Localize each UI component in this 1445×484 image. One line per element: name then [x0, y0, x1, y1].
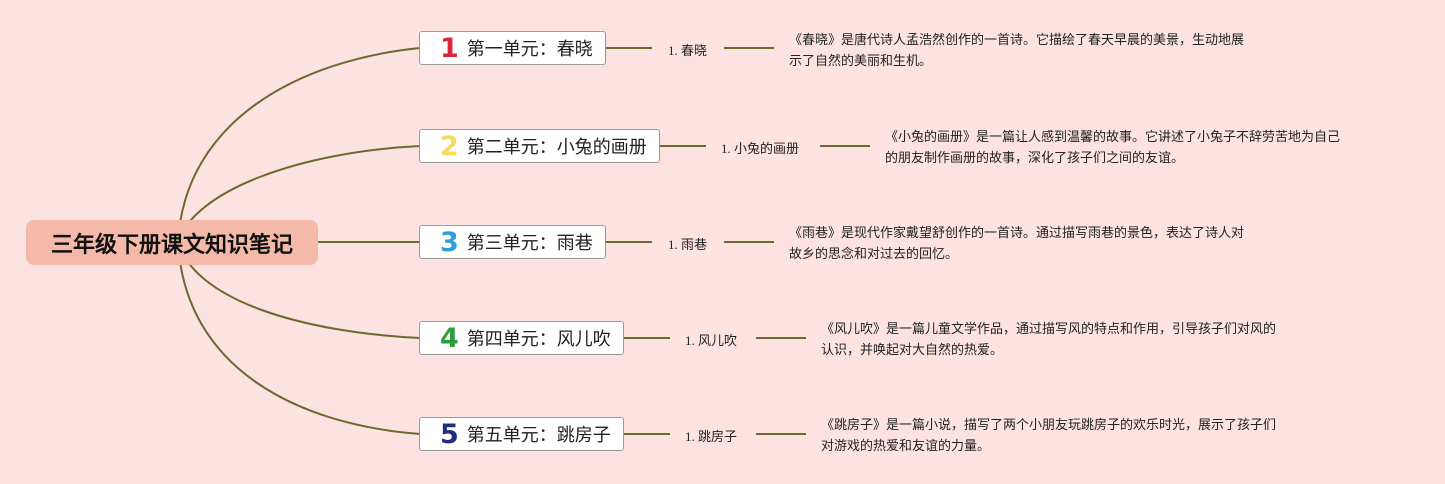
lesson-2-node[interactable]: 1. 小兔的画册 [721, 138, 799, 157]
lesson-3-index: 1. [668, 237, 678, 252]
lesson-5-node[interactable]: 1. 跳房子 [685, 426, 737, 445]
unit-4-node[interactable]: 4 第四单元：风儿吹 [419, 321, 624, 355]
lesson-5-description: 《跳房子》是一篇小说，描写了两个小朋友玩跳房子的欢乐时光，展示了孩子们 对游戏的… [821, 415, 1276, 457]
lesson-5-desc-line1: 《跳房子》是一篇小说，描写了两个小朋友玩跳房子的欢乐时光，展示了孩子们 [821, 418, 1277, 433]
lesson-3-title: 雨巷 [681, 238, 708, 253]
lesson-2-desc-line1: 《小兔的画册》是一篇让人感到温馨的故事。它讲述了小兔子不辞劳苦地为自己 [885, 130, 1341, 145]
lesson-4-desc-line2: 认识，并唤起对大自然的热爱。 [821, 343, 1004, 358]
lesson-1-index: 1. [668, 43, 678, 58]
lesson-1-desc-line1: 《春晓》是唐代诗人孟浩然创作的一首诗。它描绘了春天早晨的美景，生动地展 [789, 33, 1245, 48]
number-4-icon: 4 [440, 322, 459, 354]
branch-unit-1 [177, 47, 421, 243]
unit-4-label: 第四单元：风儿吹 [466, 329, 611, 350]
lesson-1-title: 春晓 [681, 44, 708, 59]
lesson-5-index: 1. [685, 429, 695, 444]
lesson-1-description: 《春晓》是唐代诗人孟浩然创作的一首诗。它描绘了春天早晨的美景，生动地展 示了自然… [789, 30, 1244, 72]
root-topic[interactable]: 三年级下册课文知识笔记 [26, 220, 318, 265]
number-5-icon: 5 [440, 418, 459, 450]
lesson-4-node[interactable]: 1. 风儿吹 [685, 330, 737, 349]
unit-1-node[interactable]: 1 第一单元：春晓 [419, 31, 606, 65]
unit-3-node[interactable]: 3 第三单元：雨巷 [419, 225, 606, 259]
lesson-1-desc-line2: 示了自然的美丽和生机。 [789, 54, 933, 69]
unit-2-node[interactable]: 2 第二单元：小兔的画册 [419, 129, 660, 163]
lesson-4-index: 1. [685, 333, 695, 348]
unit-2-label: 第二单元：小兔的画册 [466, 137, 647, 158]
unit-5-label: 第五单元：跳房子 [466, 425, 611, 446]
lesson-3-desc-line2: 故乡的思念和对过去的回忆。 [789, 247, 959, 262]
number-2-icon: 2 [440, 130, 459, 162]
lesson-3-description: 《雨巷》是现代作家戴望舒创作的一首诗。通过描写雨巷的景色，表达了诗人对 故乡的思… [789, 223, 1244, 265]
unit-3-label: 第三单元：雨巷 [466, 233, 593, 254]
lesson-3-node[interactable]: 1. 雨巷 [668, 234, 707, 253]
lesson-1-node[interactable]: 1. 春晓 [668, 40, 707, 59]
lesson-4-title: 风儿吹 [698, 334, 738, 349]
lesson-2-index: 1. [721, 141, 731, 156]
lesson-2-desc-line2: 的朋友制作画册的故事，深化了孩子们之间的友谊。 [885, 151, 1185, 166]
lesson-5-title: 跳房子 [698, 430, 738, 445]
lesson-2-description: 《小兔的画册》是一篇让人感到温馨的故事。它讲述了小兔子不辞劳苦地为自己 的朋友制… [885, 127, 1340, 169]
number-1-icon: 1 [440, 32, 459, 64]
branch-unit-5 [177, 241, 421, 435]
lesson-3-desc-line1: 《雨巷》是现代作家戴望舒创作的一首诗。通过描写雨巷的景色，表达了诗人对 [789, 226, 1245, 241]
lesson-4-description: 《风儿吹》是一篇儿童文学作品，通过描写风的特点和作用，引导孩子们对风的 认识，并… [821, 319, 1276, 361]
lesson-2-title: 小兔的画册 [734, 142, 800, 157]
lesson-4-desc-line1: 《风儿吹》是一篇儿童文学作品，通过描写风的特点和作用，引导孩子们对风的 [821, 322, 1277, 337]
unit-1-label: 第一单元：春晓 [466, 39, 593, 60]
unit-5-node[interactable]: 5 第五单元：跳房子 [419, 417, 624, 451]
number-3-icon: 3 [440, 226, 459, 258]
lesson-5-desc-line2: 对游戏的热爱和友谊的力量。 [821, 439, 991, 454]
